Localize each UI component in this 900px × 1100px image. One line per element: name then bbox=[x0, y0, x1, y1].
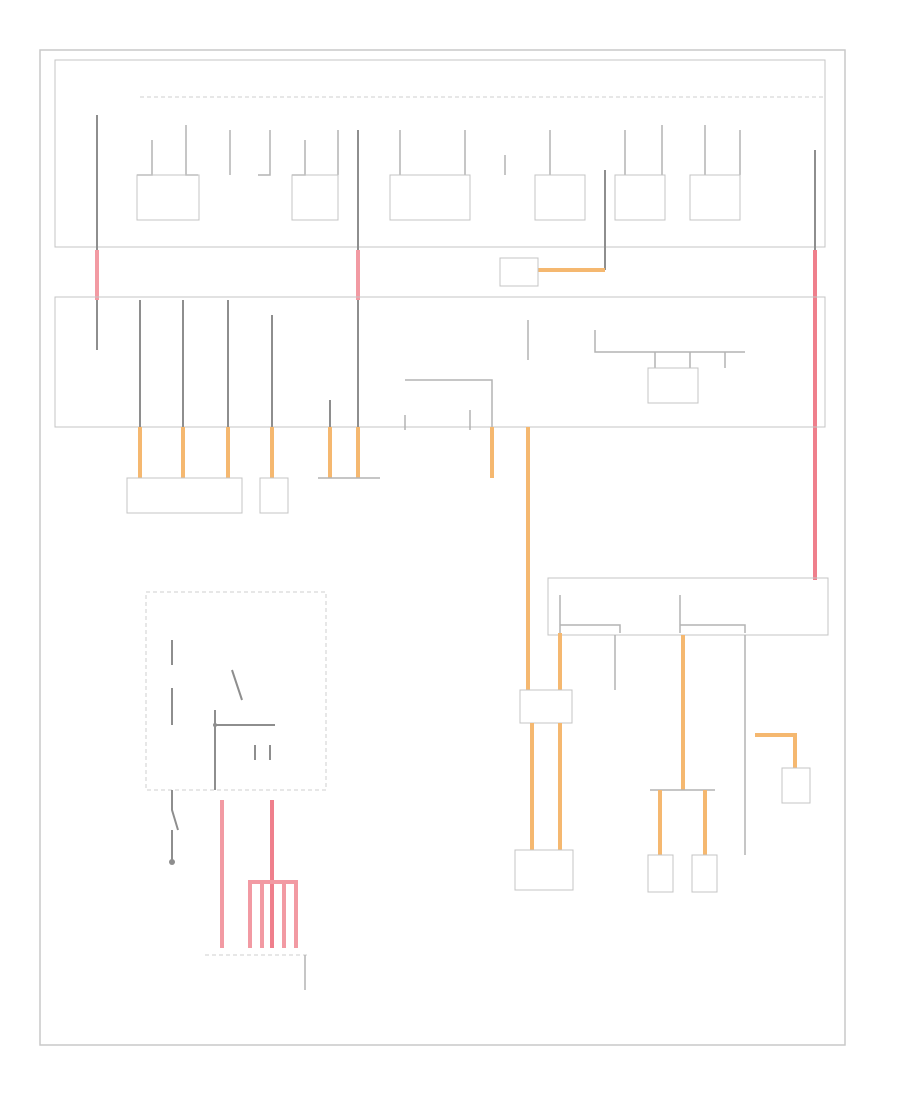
instrument-panel-fuse-block bbox=[54, 296, 826, 430]
ground-wire bbox=[171, 790, 179, 831]
seat-module-right bbox=[691, 854, 718, 893]
transformer-box bbox=[781, 767, 811, 804]
underhood-fuse-block bbox=[54, 59, 826, 280]
rear-fuse-block bbox=[547, 577, 829, 636]
ignition-splice bbox=[248, 880, 298, 948]
transformer-wire bbox=[755, 733, 797, 768]
ground-point bbox=[169, 859, 175, 865]
seat-module-left bbox=[647, 854, 674, 893]
fusible-link-box bbox=[499, 257, 539, 287]
orange-output-wires bbox=[138, 427, 530, 690]
ignition-switch-block bbox=[145, 591, 327, 791]
passenger-module bbox=[514, 849, 574, 891]
body-control-module bbox=[126, 477, 243, 514]
control-module-center bbox=[519, 689, 573, 724]
diagram-border bbox=[39, 49, 846, 1046]
fuse-group-top bbox=[137, 125, 741, 176]
module-box-small bbox=[259, 477, 289, 514]
